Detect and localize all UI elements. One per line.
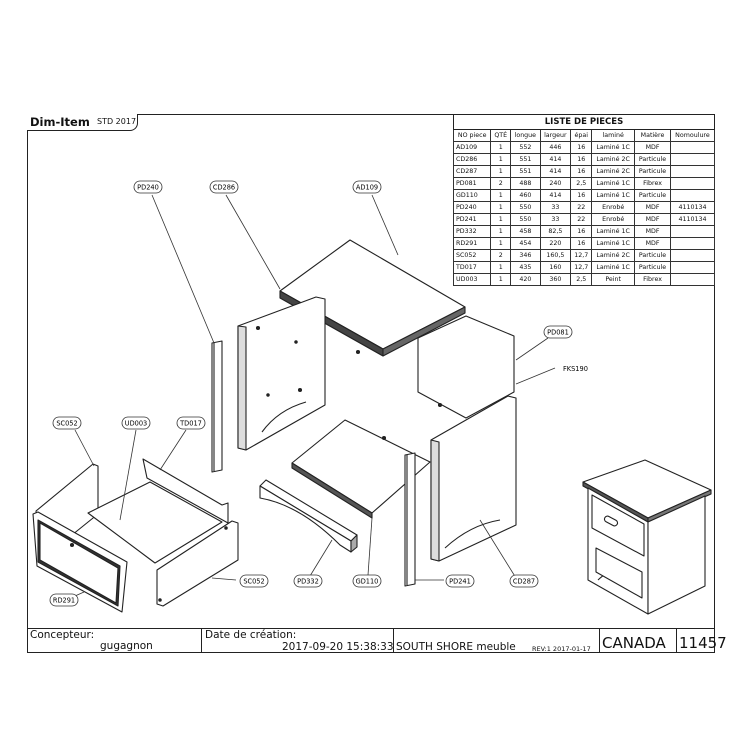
- svg-text:FKS190: FKS190: [563, 365, 588, 373]
- table-cell: PD241: [452, 213, 492, 226]
- callout-cd287: CD287: [509, 574, 539, 588]
- svg-text:CD286: CD286: [213, 184, 235, 192]
- svg-text:SC052: SC052: [243, 578, 264, 586]
- svg-text:GD110: GD110: [356, 578, 379, 586]
- callout-ad109: AD109: [352, 180, 382, 194]
- back-panel: [355, 315, 515, 419]
- title-block-divider: [393, 628, 394, 653]
- drawing-frame: [27, 114, 715, 653]
- brand-name: Dim-Item: [30, 115, 90, 129]
- svg-text:SC052: SC052: [56, 420, 77, 428]
- callout-rd291: RD291: [49, 593, 79, 607]
- svg-text:PD332: PD332: [297, 578, 319, 586]
- callouts: PD240 CD286 AD109 PD081 FKS190 SC052 UD0…: [49, 180, 588, 607]
- callout-cd286: CD286: [209, 180, 239, 194]
- brand-tab: Dim-Item STD 2017: [27, 114, 138, 131]
- designer-value: gugagnon: [100, 640, 153, 652]
- title-block-divider: [201, 628, 202, 653]
- title-block-divider: [676, 628, 677, 653]
- title-block-top-border: [27, 628, 715, 629]
- left-side-panel: [237, 296, 326, 451]
- svg-text:PD241: PD241: [449, 578, 471, 586]
- assembled-nightstand-thumbnail: [582, 459, 712, 615]
- created-label: Date de création:: [205, 629, 297, 641]
- callout-sc052-b: SC052: [239, 574, 269, 588]
- table-cell: 435: [510, 261, 541, 274]
- leg-pd241: [404, 452, 416, 587]
- svg-text:AD109: AD109: [356, 184, 378, 192]
- right-side-panel: [430, 395, 517, 562]
- country: CANADA: [602, 634, 666, 652]
- created-value: 2017-09-20 15:38:33: [282, 641, 394, 653]
- brand-standard: STD 2017: [97, 117, 137, 126]
- callout-pd240: PD240: [133, 180, 163, 194]
- callout-pd241: PD241: [445, 574, 475, 588]
- title-block-divider: [599, 628, 600, 653]
- svg-text:PD240: PD240: [137, 184, 159, 192]
- table-cell: CD286: [452, 153, 492, 166]
- svg-text:CD287: CD287: [513, 578, 535, 586]
- table-cell: 4110134: [669, 213, 716, 226]
- kick-rail: [259, 479, 358, 553]
- table-cell: UD003: [452, 273, 492, 286]
- svg-text:UD003: UD003: [125, 420, 148, 428]
- callout-sc052-a: SC052: [52, 416, 82, 430]
- callout-pd081: PD081: [543, 325, 573, 339]
- callout-ud003: UD003: [121, 416, 151, 430]
- svg-text:PD081: PD081: [547, 329, 569, 337]
- revision: REV:1 2017-01-17: [532, 645, 591, 653]
- leg-pd240: [211, 340, 223, 473]
- svg-text:TD017: TD017: [179, 420, 202, 428]
- designer-label: Concepteur:: [30, 629, 95, 641]
- table-cell: 12,7: [570, 261, 593, 274]
- callout-fks190: FKS190: [563, 365, 588, 373]
- callout-td017: TD017: [176, 416, 206, 430]
- callout-pd332: PD332: [293, 574, 323, 588]
- svg-text:RD291: RD291: [53, 597, 75, 605]
- drawer-box: [32, 458, 239, 613]
- item-number: 11457: [679, 634, 727, 652]
- bottom-panel: [291, 419, 431, 519]
- table-cell: 2,5: [570, 273, 593, 286]
- leader-lines: [65, 194, 556, 601]
- table-cell: 420: [510, 273, 541, 286]
- table-cell: [669, 273, 716, 286]
- callout-gd110: GD110: [352, 574, 382, 588]
- product-name: SOUTH SHORE meuble: [396, 641, 516, 653]
